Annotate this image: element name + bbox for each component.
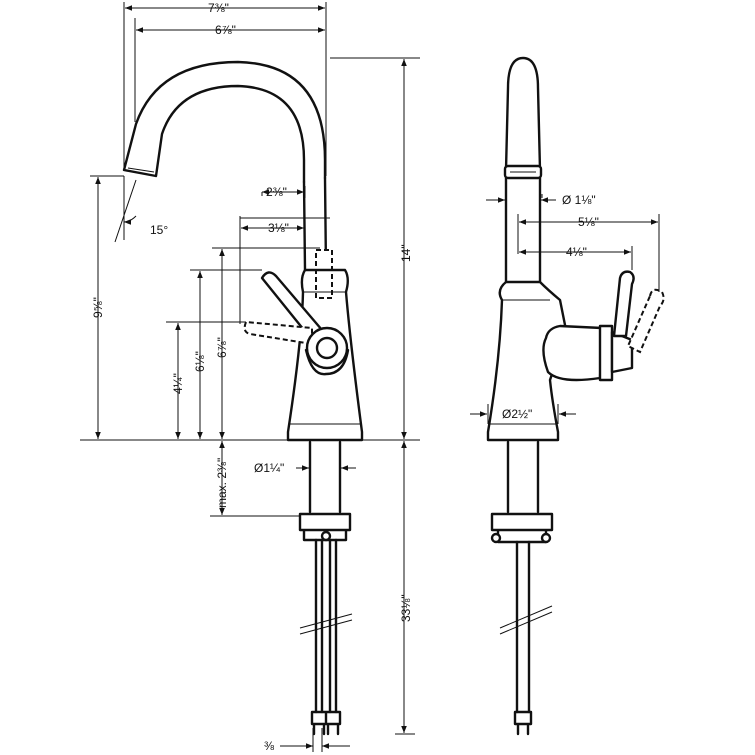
dim-supply-line: ⅜	[264, 739, 275, 753]
dim-shank-diameter: Ø1¼"	[254, 461, 284, 475]
side-extension-lines	[487, 194, 660, 424]
side-cartridge	[542, 324, 604, 382]
dim-overall-reach: 7⅜"	[208, 1, 229, 15]
front-supply-fittings	[310, 710, 342, 736]
front-lever-handle	[260, 271, 324, 342]
dim-spout-diameter: Ø 1⅛"	[562, 193, 596, 207]
dim-handle-height-low: 4¼"	[171, 373, 185, 394]
dim-aerator-offset: 2⅜"	[266, 185, 287, 199]
front-supply-lines	[314, 538, 338, 714]
side-body	[486, 280, 572, 442]
side-dimension-labels: Ø 1⅛" 5⅛" 4⅛" Ø2½"	[502, 193, 599, 421]
dim-handle-height-high: 6⅞"	[215, 337, 229, 358]
dim-total-height: 14"	[399, 244, 413, 262]
dim-handle-reach-side: 5⅛"	[578, 215, 599, 229]
dim-handle-height-mid: 6⅛"	[193, 351, 207, 372]
dim-base-diameter: Ø2½"	[502, 407, 532, 421]
side-handle	[612, 270, 635, 338]
dim-shank-length: 33⅛"	[399, 594, 413, 622]
front-lever-handle-alt	[243, 320, 313, 346]
dim-spout-height: 9⅝"	[91, 297, 105, 318]
front-aerator-hidden	[315, 249, 333, 299]
front-shank	[308, 440, 342, 514]
front-dimension-labels: 7⅜" 6⅞" 2⅜" 3⅛" 15° 9⅝" 6⅞" 6⅛" 4¼" 14" …	[91, 1, 413, 753]
dim-deck-thickness: max. 2⅜"	[215, 458, 229, 508]
front-view: 7⅜" 6⅞" 2⅜" 3⅛" 15° 9⅝" 6⅞" 6⅛" 4¼" 14" …	[80, 1, 420, 753]
side-shank	[506, 440, 540, 514]
dim-handle-offset: 3⅛"	[268, 221, 289, 235]
side-handle-alt	[626, 288, 665, 354]
side-supply-lines	[515, 540, 531, 714]
side-dimension-lines	[470, 197, 658, 417]
front-dimension-lines	[95, 5, 415, 752]
dim-handle-reach-side-inner: 4⅛"	[566, 245, 587, 259]
side-supply-fittings	[513, 710, 533, 736]
front-extension-lines	[80, 2, 420, 517]
front-spout	[122, 60, 327, 184]
side-spout	[504, 56, 542, 172]
dim-spout-reach: 6⅞"	[215, 23, 236, 37]
dim-spout-angle: 15°	[150, 223, 168, 237]
side-view: Ø 1⅛" 5⅛" 4⅛" Ø2½"	[470, 56, 665, 736]
